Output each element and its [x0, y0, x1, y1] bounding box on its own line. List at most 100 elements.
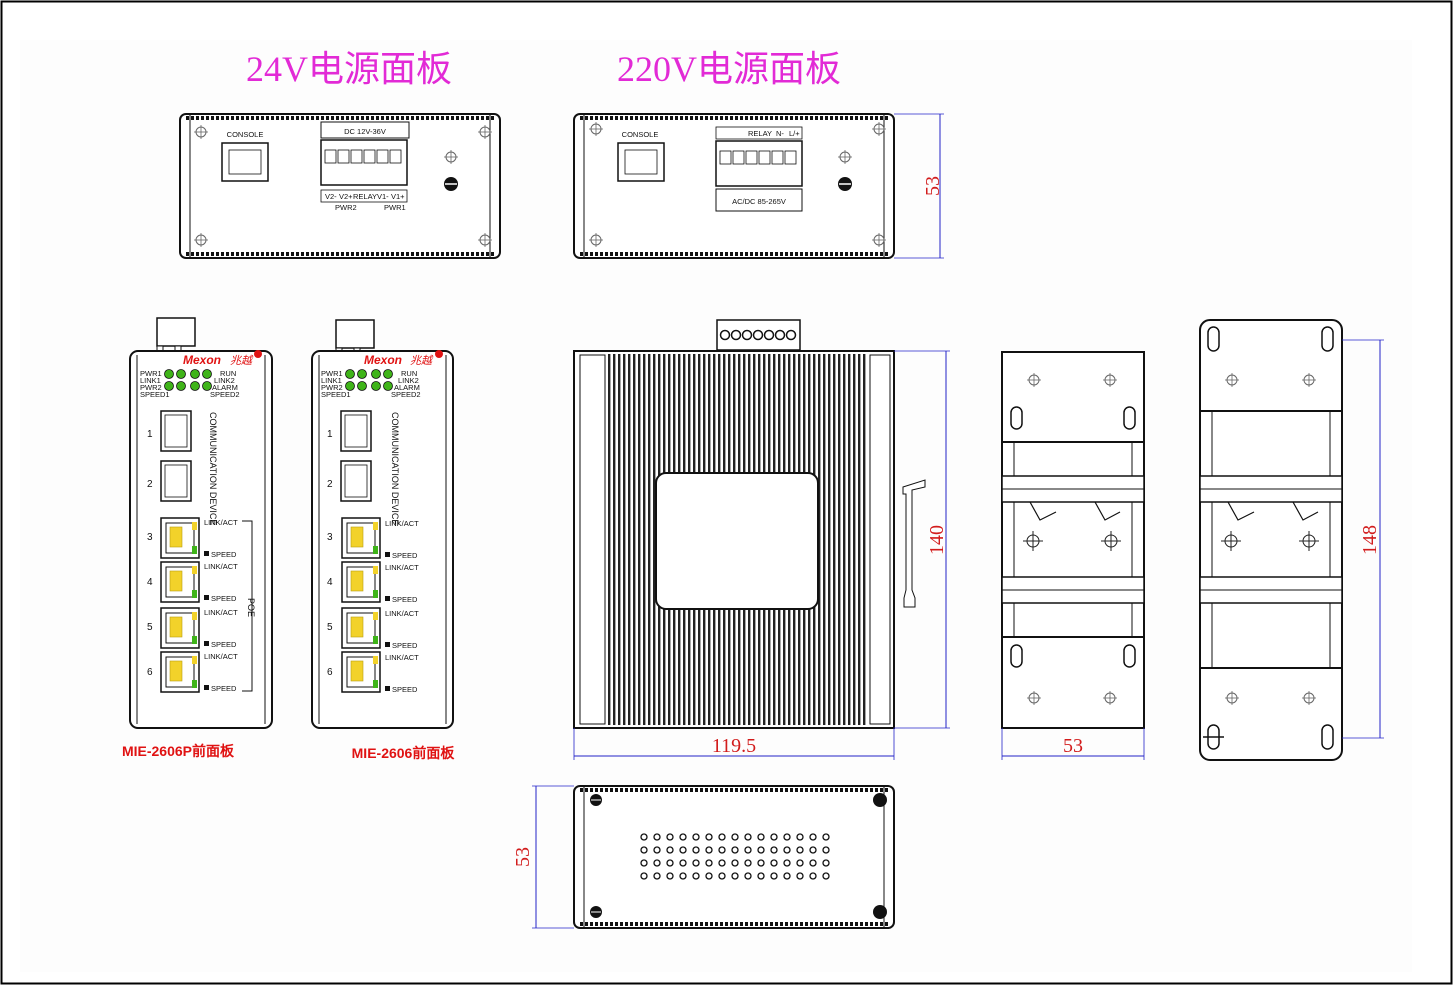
terminal-screw	[741, 329, 753, 341]
vent-hole	[757, 833, 765, 841]
heatsink-fin	[818, 354, 821, 725]
vent-hole	[783, 872, 791, 880]
vent-hole	[783, 846, 791, 854]
port-number-3: 3	[327, 532, 333, 543]
terminal-label-relay-220v: RELAY	[748, 129, 772, 138]
terminal-pins-24v	[324, 149, 402, 164]
dimension-side-width: 119.5	[573, 728, 895, 760]
caption-mie-2606p: MIE-2606P前面板	[122, 743, 235, 759]
dimension-label-53-bracket: 53	[1063, 735, 1083, 757]
vent-hole	[744, 872, 752, 880]
vent-hole	[822, 846, 830, 854]
vent-hole	[679, 859, 687, 867]
ventilation-holes	[640, 833, 830, 880]
pwr1-label: PWR1	[384, 203, 406, 212]
bottom-view	[573, 785, 895, 929]
vent-hole	[809, 859, 817, 867]
led-label-pwr2: PWR2	[140, 383, 162, 392]
sfp-label: COMMUNICATION DEVICE	[208, 412, 218, 525]
vent-hole	[653, 859, 661, 867]
heatsink-fin	[613, 354, 616, 725]
vent-hole	[679, 846, 687, 854]
speed-label: SPEED	[392, 595, 418, 604]
brand-logo: Mexon	[183, 353, 221, 367]
dimension-side-height: 140	[894, 350, 950, 729]
terminal-label-relay: RELAY	[353, 192, 377, 201]
led-label-run: RUN	[220, 369, 236, 378]
link-act-label: LINK/ACT	[385, 609, 419, 618]
terminal-label-v1-plus: V1+	[391, 192, 405, 201]
vent-hole	[809, 872, 817, 880]
port-number-5: 5	[327, 622, 333, 633]
vent-hole	[783, 859, 791, 867]
vent-hole	[822, 859, 830, 867]
din-rail-clip	[902, 479, 926, 608]
vent-hole	[770, 872, 778, 880]
front-panel-standard: Mexon 兆越 PWR1 LINK1 PWR2 SPEED1 RUN LINK…	[311, 319, 454, 729]
vent-hole	[822, 872, 830, 880]
heatsink-fin	[608, 354, 611, 725]
link-act-label: LINK/ACT	[204, 562, 238, 571]
link-act-label: LINK/ACT	[204, 652, 238, 661]
speed-label: SPEED	[211, 550, 237, 559]
vent-hole	[757, 872, 765, 880]
brand-logo: Mexon	[364, 353, 402, 367]
port-number-4: 4	[327, 577, 333, 588]
vent-hole	[757, 846, 765, 854]
vent-hole	[692, 872, 700, 880]
led-label-speed2: SPEED2	[210, 390, 240, 399]
led-label-alarm: ALARM	[212, 383, 238, 392]
led-label-speed2: SPEED2	[391, 390, 421, 399]
status-leds	[164, 369, 212, 391]
console-label-24v: CONSOLE	[227, 130, 264, 139]
heatsink-fin	[623, 354, 626, 725]
terminal-screw	[763, 329, 775, 341]
vent-hole	[796, 846, 804, 854]
poe-label: POE	[246, 598, 256, 617]
vent-hole	[796, 859, 804, 867]
sfp-port-1	[340, 410, 372, 452]
terminal-screw	[719, 329, 731, 341]
vent-hole	[640, 872, 648, 880]
link-act-label: LINK/ACT	[204, 608, 238, 617]
status-leds	[345, 369, 393, 391]
label-area	[655, 472, 819, 610]
panel-220v: CONSOLE RELAY N- L/+ AC/DC 85-265V	[573, 113, 895, 259]
terminal-label-v2-plus: V2+	[339, 192, 353, 201]
link-act-label: LINK/ACT	[204, 518, 238, 527]
speed-label: SPEED	[392, 641, 418, 650]
speed-label: SPEED	[211, 640, 237, 649]
speed-label: SPEED	[211, 684, 237, 693]
heatsink-fin	[823, 354, 826, 725]
heatsink-fin	[628, 354, 631, 725]
din-bracket-side	[1199, 319, 1343, 761]
terminal-label-v2-minus: V2-	[325, 192, 337, 201]
terminal-screw	[774, 329, 786, 341]
console-port-220v	[617, 142, 665, 182]
vent-hole	[718, 859, 726, 867]
vent-hole	[796, 872, 804, 880]
vent-hole	[640, 833, 648, 841]
heatsink-fin	[643, 354, 646, 725]
link-act-label: LINK/ACT	[385, 519, 419, 528]
terminal-pins-220v	[719, 150, 797, 165]
vent-hole	[653, 846, 661, 854]
vent-hole	[783, 833, 791, 841]
vent-hole	[718, 846, 726, 854]
brand-logo-cn: 兆越	[230, 354, 254, 367]
dimension-top-height: 53	[894, 113, 944, 259]
vent-hole	[705, 872, 713, 880]
heatsink-fin	[648, 354, 651, 725]
vent-hole	[666, 859, 674, 867]
dimension-bottom-height: 53	[512, 785, 574, 929]
vent-hole	[718, 872, 726, 880]
led-label-run: RUN	[401, 369, 417, 378]
vent-hole	[692, 846, 700, 854]
dimension-label-140: 140	[926, 525, 948, 555]
vent-hole	[809, 833, 817, 841]
sfp-port-2	[340, 460, 372, 502]
led-label-pwr1: PWR1	[321, 369, 343, 378]
heatsink-fin	[653, 354, 656, 725]
speed-label: SPEED	[211, 594, 237, 603]
caption-mie-2606: MIE-2606前面板	[352, 745, 456, 761]
